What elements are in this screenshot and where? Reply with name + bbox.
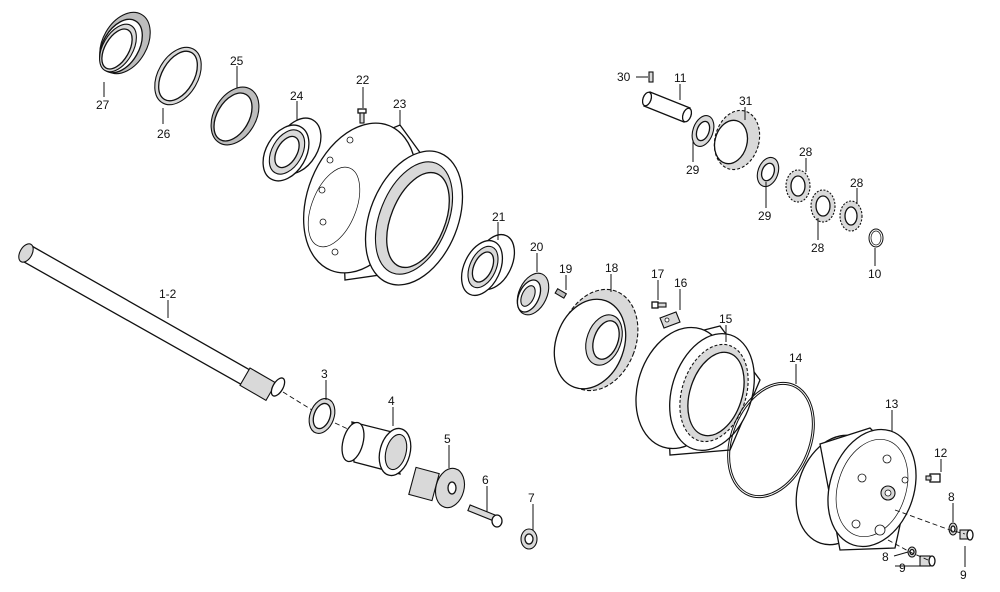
assembly-line-right [894,509,966,535]
label-bearing-24: 24 [290,89,304,103]
assembly-line-bottom [887,539,929,561]
part-needle-bearing-28-b [810,189,836,223]
label-seal-27: 27 [96,98,110,112]
label-bolt-17: 17 [651,267,665,281]
part-needle-bearing-28-c [839,200,863,232]
part-thrust-washer-29-b [756,156,780,188]
label-coupling-4: 4 [388,394,395,408]
label-nut-20: 20 [530,240,544,254]
label-plug-9-bottom: 9 [899,561,906,575]
label-shaft-1-2: 1-2 [159,287,177,301]
part-ring-26 [154,46,202,106]
label-bolt-22: 22 [356,73,370,87]
part-gear-18 [553,288,639,392]
part-bolt-22 [357,108,367,124]
part-ring-gear-15 [635,325,761,456]
part-bearing-24 [262,117,322,182]
label-gear-18: 18 [605,261,619,275]
label-planet-pin-11: 11 [674,71,687,85]
assembly-line-shaft-3 [282,391,313,411]
part-planet-pin-11 [641,91,693,123]
label-ring-26: 26 [157,127,171,141]
leader-lines [103,66,966,567]
part-washer-7 [520,528,538,550]
part-ring-25 [210,86,260,146]
part-seal-ring-8-right [948,522,958,536]
label-pin-30: 30 [617,70,631,84]
part-bolt-19 [554,288,568,299]
part-plug-9-bottom [919,555,936,567]
part-snap-ring-10 [868,228,884,248]
part-o-ring-14 [727,381,815,499]
label-needle-bearing-28-a: 28 [799,145,813,159]
part-bearing-21 [460,233,516,297]
part-shaft-1-2 [18,243,286,402]
label-washer-7: 7 [528,491,535,505]
label-needle-bearing-28-c: 28 [850,176,864,190]
label-ring-25: 25 [230,54,244,68]
label-sun-gear-5: 5 [444,432,451,446]
part-hub-23 [302,122,464,286]
label-retaining-ring-3: 3 [321,367,328,381]
part-planet-carrier-13 [795,427,917,551]
part-retaining-ring-3 [308,398,336,434]
part-needle-bearing-28-a [785,169,811,203]
part-coupling-4 [341,421,412,477]
label-seal-ring-8-top: 8 [948,490,955,504]
part-lock-plate-16 [659,311,681,329]
label-bolt-12: 12 [934,446,948,460]
label-bearing-21: 21 [492,210,506,224]
part-sun-gear-5 [408,466,466,509]
part-nut-20 [516,272,550,316]
label-snap-ring-10: 10 [868,267,882,281]
part-bolt-12 [925,473,941,483]
assembly-line-3-4 [334,422,351,431]
label-planet-carrier-13: 13 [885,397,899,411]
label-needle-bearing-28-b: 28 [811,241,825,255]
part-plug-9-right [959,529,974,541]
part-bolt-17 [651,301,667,309]
label-planet-gear-31: 31 [739,94,753,108]
part-seal-27 [99,11,151,75]
label-ring-gear-15: 15 [719,312,733,326]
label-lock-plate-16: 16 [674,276,688,290]
label-plug-9-right: 9 [960,568,967,582]
label-seal-ring-8-bottom: 8 [882,550,889,564]
label-thrust-washer-29-b: 29 [758,209,772,223]
label-hub-23: 23 [393,97,407,111]
label-o-ring-14: 14 [789,351,803,365]
label-thrust-washer-29-a: 29 [686,163,700,177]
part-planet-gear-31 [713,109,761,171]
part-bolt-6 [467,504,503,528]
label-bolt-19: 19 [559,262,573,276]
part-thrust-washer-29-a [691,115,715,147]
part-pin-30 [648,71,654,83]
label-bolt-6: 6 [482,473,489,487]
